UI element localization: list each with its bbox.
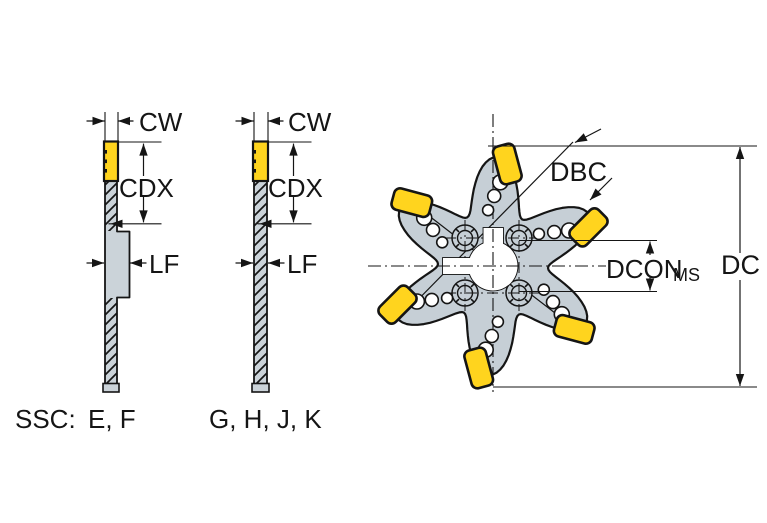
insert	[552, 313, 596, 346]
dcon-label: DCON	[606, 254, 683, 284]
side-view-1	[86, 112, 162, 393]
inserts	[377, 142, 609, 390]
dcon-subscript-ms: MS	[673, 265, 700, 285]
ssc-value-view1: E, F	[88, 404, 136, 434]
carbide-insert	[102, 140, 120, 183]
cw-dimension	[235, 116, 284, 126]
insert	[377, 284, 418, 325]
insert	[390, 186, 434, 219]
cw-dimension	[86, 116, 134, 126]
insert	[491, 142, 523, 186]
ssc-label: SSC:	[15, 404, 76, 434]
cdx-label-2: CDX	[268, 173, 323, 203]
blade-body	[102, 180, 131, 393]
cdx-label-1: CDX	[119, 173, 174, 203]
cw-label-2: CW	[288, 107, 332, 137]
lf-label-1: LF	[149, 249, 180, 279]
blade-body	[251, 180, 270, 393]
cdx-dimension	[108, 141, 162, 228]
front-view	[368, 114, 757, 392]
insert	[568, 207, 609, 248]
lf-dimension	[235, 258, 285, 268]
main-centerlines	[368, 114, 606, 392]
lf-label-2: LF	[287, 249, 318, 279]
dbc-leader-arrows	[574, 128, 613, 201]
side-view-2	[235, 112, 312, 393]
carbide-insert	[251, 140, 270, 183]
dc-label: DC	[721, 250, 760, 280]
lf-dimension	[86, 258, 147, 268]
cw-label-1: CW	[139, 107, 183, 137]
cdx-dimension	[257, 141, 312, 228]
dc-dimension	[488, 145, 757, 388]
dbc-label: DBC	[550, 157, 608, 187]
dcon-dimension	[519, 239, 657, 293]
insert	[463, 346, 495, 390]
ssc-value-view2: G, H, J, K	[209, 404, 322, 434]
